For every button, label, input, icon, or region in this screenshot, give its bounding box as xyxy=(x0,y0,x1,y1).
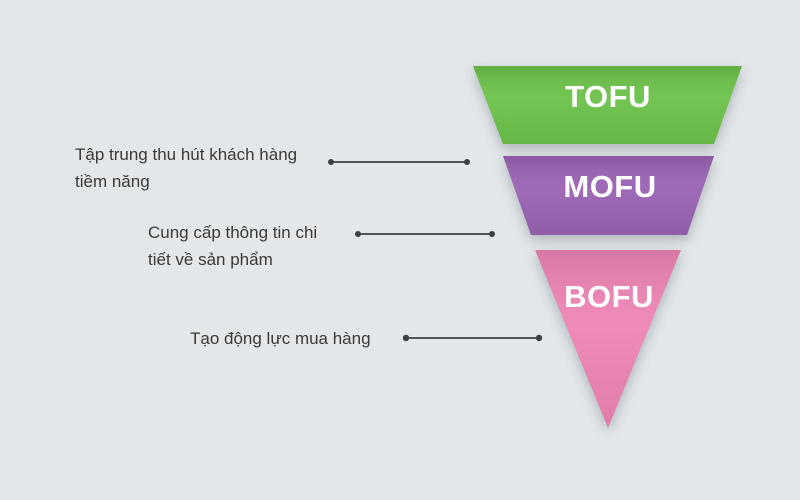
connector-tofu-dot-left xyxy=(328,159,334,165)
stage-label-tofu: TOFU xyxy=(565,79,651,114)
annotation-bofu: Tạo động lực mua hàng xyxy=(190,325,371,352)
annotation-tofu-line2: tiềm năng xyxy=(75,172,150,191)
bofu-shading-overlay xyxy=(535,250,681,428)
annotation-mofu-line1: Cung cấp thông tin chi xyxy=(148,223,318,242)
annotation-tofu-line1: Tập trung thu hút khách hàng xyxy=(75,145,298,164)
connector-mofu-dot-right xyxy=(489,231,495,237)
connector-mofu xyxy=(355,231,495,237)
connector-tofu-dot-right xyxy=(464,159,470,165)
connector-mofu-dot-left xyxy=(355,231,361,237)
tofu-shading-overlay xyxy=(473,66,742,144)
connector-bofu-dot-right xyxy=(535,334,543,342)
annotation-tofu: Tập trung thu hút khách hàng tiềm năng xyxy=(75,141,297,195)
stage-label-mofu: MOFU xyxy=(563,169,657,204)
annotation-bofu-line1: Tạo động lực mua hàng xyxy=(190,329,371,348)
annotation-mofu-line2: tiết về sản phẩm xyxy=(148,250,273,269)
mofu-shading-overlay xyxy=(503,156,714,235)
connector-bofu-dot-left xyxy=(402,334,410,342)
stage-label-bofu: BOFU xyxy=(564,279,654,314)
connector-bofu xyxy=(402,334,543,342)
connector-tofu xyxy=(328,159,470,165)
annotation-mofu: Cung cấp thông tin chi tiết về sản phẩm xyxy=(148,219,317,273)
